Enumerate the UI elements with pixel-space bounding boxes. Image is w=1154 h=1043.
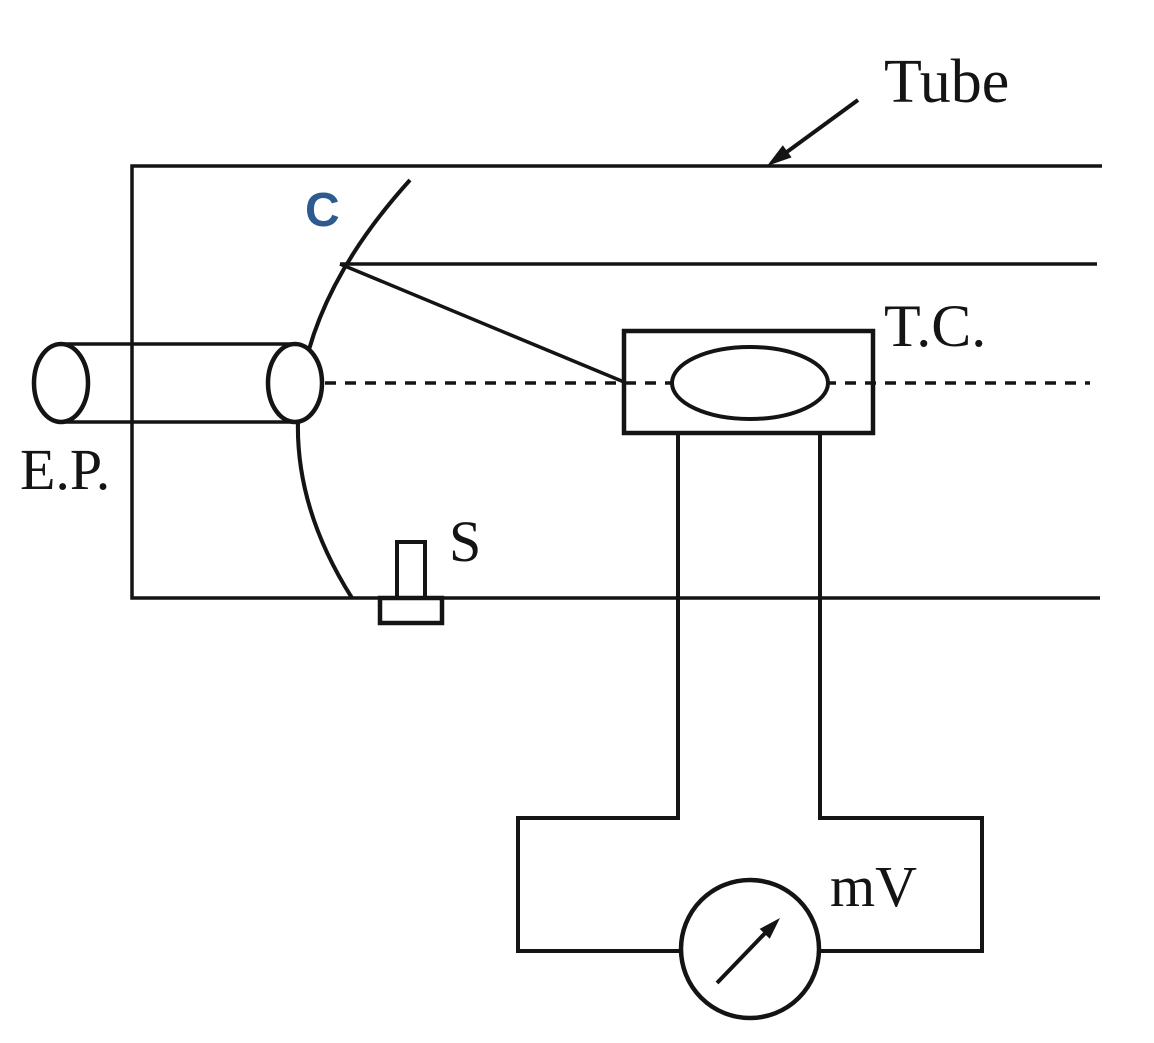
reflected-ray-line: [339, 262, 625, 384]
thermocouple-box: [621, 328, 876, 436]
tube-outline: [130, 164, 1102, 600]
cylinder-left-endcap: [31, 341, 91, 425]
s-component-stem: [395, 540, 427, 600]
label-mv: mV: [830, 854, 917, 919]
cylinder-right-endcap: [265, 341, 325, 425]
label-tube: Tube: [884, 48, 1009, 116]
meter-needle-arrowhead: [759, 918, 780, 939]
label-s: S: [449, 509, 481, 574]
electron-probe-cylinder: [31, 341, 325, 425]
thermocouple-ellipse: [670, 345, 830, 421]
label-c: C: [305, 184, 340, 237]
tube-pointer-arrow: [778, 98, 860, 159]
s-component-base: [377, 595, 445, 626]
label-ep: E.P.: [20, 437, 110, 502]
meter-needle-icon: [715, 925, 773, 985]
label-tc: T.C.: [884, 293, 986, 359]
tube-pointer-arrowhead: [767, 145, 792, 166]
